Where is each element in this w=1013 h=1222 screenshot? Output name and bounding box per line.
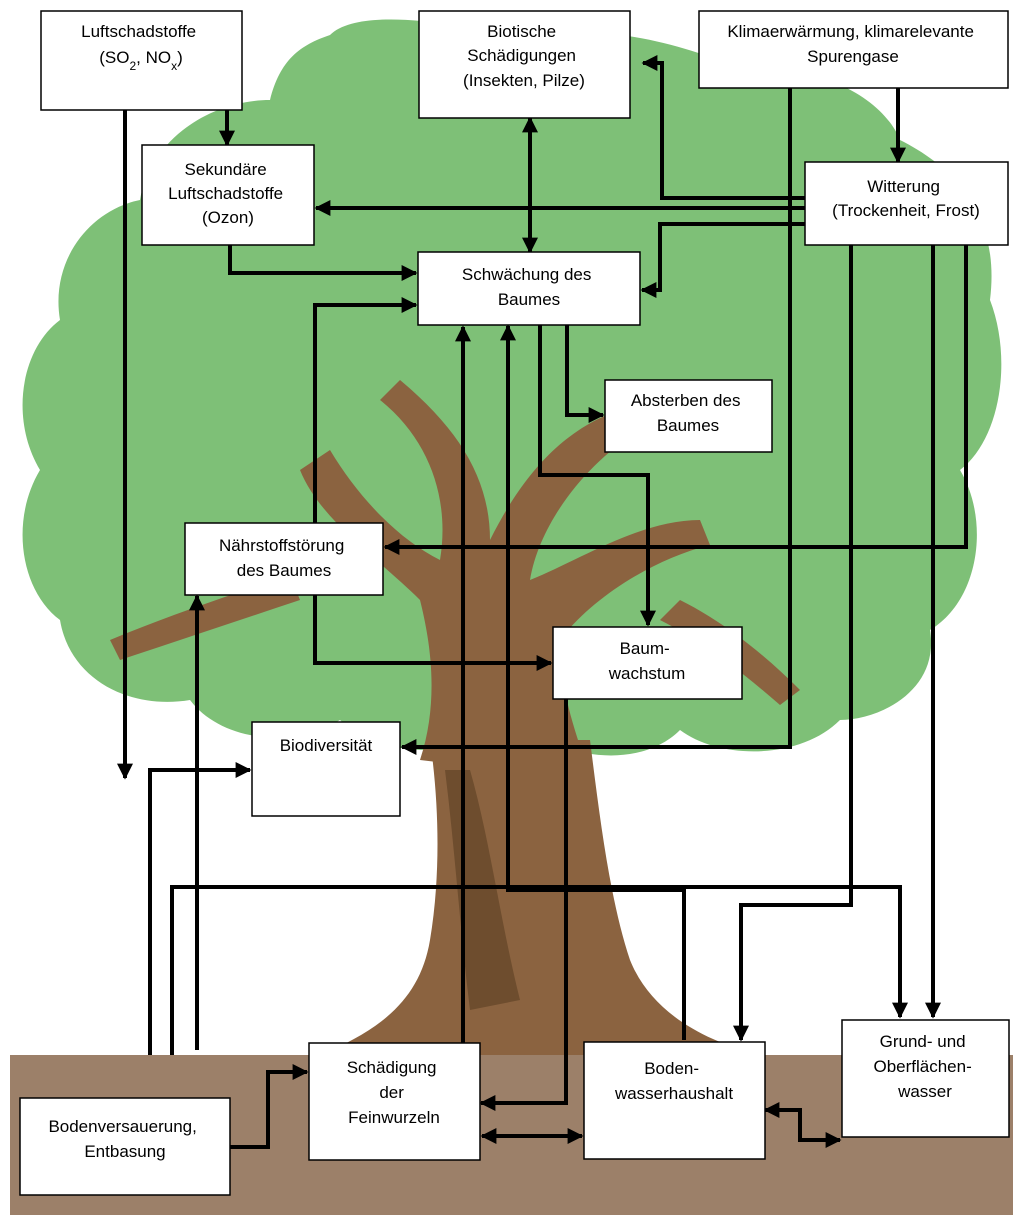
edge [313, 297, 418, 523]
edge [565, 325, 605, 423]
edge [641, 55, 805, 200]
node-klima-line: Klimaerwärmung, klimarelevante [727, 22, 974, 41]
edge [170, 885, 908, 1055]
svg-text:Absterben des Baumes: Absterben des Baumes [631, 391, 745, 435]
node-grundwasser-line: Oberflächen- [873, 1057, 971, 1076]
svg-text:Schwächung des Baumes: Schwächung des Baumes [462, 265, 596, 309]
trunk-upper [300, 380, 710, 780]
edge [230, 1064, 309, 1149]
node-sekundaer: Sekundäre Luftschadstoffe (Ozon) [141, 144, 315, 246]
svg-text:Sekundäre Luftschadstoff: Sekundäre Luftschadstoffe (Ozon) [168, 160, 288, 227]
node-feinwurzeln-line: Schädigung [347, 1058, 437, 1077]
node-schwaechung: Schwächung des Baumes [417, 251, 641, 326]
edge [383, 242, 968, 555]
svg-text:Nährstoffstörung des Bau: Nährstoffstörung des Baumes [219, 536, 349, 580]
node-schwaechung-line: Schwächung des [462, 265, 591, 284]
edge [500, 324, 686, 1040]
node-klima-line: Spurengase [807, 47, 899, 66]
node-sekundaer-line: (Ozon) [202, 208, 254, 227]
connector-lines [117, 55, 968, 1149]
node-feinwurzeln: Schädigung der Feinwurzeln [308, 1042, 481, 1161]
svg-text:Biodiversität: Biodiversität [280, 736, 373, 755]
edge [228, 245, 418, 281]
node-sekundaer-line: Luftschadstoffe [168, 184, 283, 203]
node-grundwasser-line: wasser [897, 1082, 952, 1101]
node-naehrstoff: Nährstoffstörung des Baumes [184, 522, 384, 596]
node-absterben: Absterben des Baumes [604, 379, 773, 453]
edge [538, 325, 656, 627]
edge [733, 245, 853, 1042]
node-schwaechung-line: Baumes [498, 290, 560, 309]
node-bodenversauerung-line: Bodenversauerung, [48, 1117, 196, 1136]
node-naehrstoff-line: des Baumes [237, 561, 332, 580]
node-feinwurzeln-line: Feinwurzeln [348, 1108, 440, 1127]
node-biotische: Biotische Schädigungen (Insekten, Pilze) [418, 10, 631, 119]
node-klima: Klimaerwärmung, klimarelevante Spurengas… [698, 10, 1009, 89]
svg-text:Boden- wasserhaushalt: Boden- wasserhaushalt [614, 1059, 733, 1103]
node-bodenwasser-line: Boden- [644, 1059, 699, 1078]
node-sekundaer-line: Sekundäre [185, 160, 267, 179]
node-biotische-line: Biotische [487, 22, 556, 41]
trunk-lower [320, 740, 760, 1055]
branch-left [110, 575, 300, 660]
node-biotische-line: (Insekten, Pilze) [463, 71, 585, 90]
svg-text:Bodenversauerung, Entbas: Bodenversauerung, Entbasung [48, 1117, 201, 1161]
svg-text:Luftschadstoffe (SO2, NO: Luftschadstoffe (SO2, NOx) [81, 22, 201, 73]
edge [479, 699, 568, 1111]
svg-text:Klimaerwärmung, klimarelevante: Klimaerwärmung, klimarelevante Spurengas… [727, 22, 978, 66]
node-bodenwasser-line: wasserhaushalt [614, 1084, 733, 1103]
svg-text:Schädigung der Fei: Schädigung der Feinwurzeln [347, 1058, 442, 1127]
node-witterung-line: (Trockenheit, Frost) [832, 201, 980, 220]
edge [400, 88, 792, 755]
node-biotische-line: Schädigungen [467, 46, 576, 65]
node-witterung: Witterung (Trockenheit, Frost) [804, 161, 1009, 246]
edge [313, 595, 553, 671]
svg-text:Grund- und Oberflächen-: Grund- und Oberflächen- wasser [873, 1032, 976, 1101]
node-absterben-line: Absterben des [631, 391, 741, 410]
svg-text:Witterung (Trockenheit,: Witterung (Trockenheit, Frost) [832, 177, 980, 220]
svg-text:Biotische Schädigungen: Biotische Schädigungen (Insekten, Pilze) [463, 22, 585, 90]
node-biodiversitaet: Biodiversität [251, 721, 401, 817]
node-absterben-line: Baumes [657, 416, 719, 435]
node-luftschadstoffe-line: Luftschadstoffe [81, 22, 196, 41]
node-grundwasser-line: Grund- und [880, 1032, 966, 1051]
node-bodenversauerung-line: Entbasung [84, 1142, 165, 1161]
node-witterung-line: Witterung [867, 177, 940, 196]
node-grundwasser: Grund- und Oberflächen- wasser [841, 1019, 1010, 1138]
edge [148, 762, 252, 1055]
node-luftschadstoffe: Luftschadstoffe (SO2, NOx) [40, 10, 243, 111]
edge [763, 1102, 842, 1148]
node-bodenwasser: Boden- wasserhaushalt [583, 1041, 766, 1160]
node-wachstum: Baum- wachstum [552, 626, 743, 700]
node-biodiversitaet-line: Biodiversität [280, 736, 373, 755]
node-naehrstoff-line: Nährstoffstörung [219, 536, 344, 555]
node-feinwurzeln-line: der [379, 1083, 404, 1102]
svg-text:Baum- wachstum: Baum- wachstum [608, 639, 686, 683]
node-wachstum-line: Baum- [620, 639, 670, 658]
node-bodenversauerung: Bodenversauerung, Entbasung [19, 1097, 231, 1196]
node-wachstum-line: wachstum [608, 664, 686, 683]
edge [640, 222, 805, 298]
